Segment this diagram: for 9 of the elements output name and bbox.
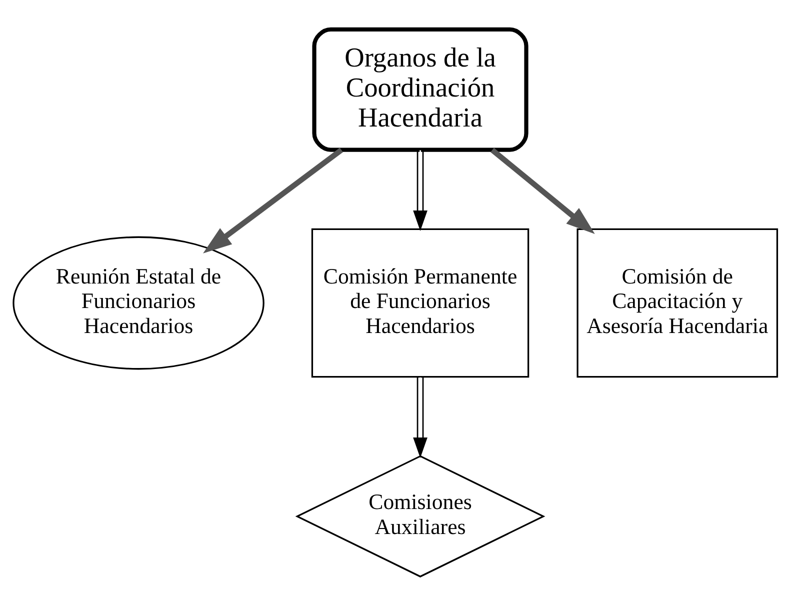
node-box: Comisión Permanente de Funcionarios Hacendarios [311, 228, 530, 378]
arrow [413, 377, 428, 458]
arrow [490, 148, 595, 234]
node-ellipse: Reunión Estatal de Funcionarios Hacendarios [12, 236, 264, 370]
arrow [203, 148, 344, 254]
node-box: Organos de la Coordinación Hacendaria [312, 27, 528, 152]
node-box: Comisión de Capacitación y Asesoría Hacendaria [576, 228, 778, 378]
arrow [413, 150, 428, 232]
node-diamond: Comisiones Auxiliares [295, 455, 546, 578]
